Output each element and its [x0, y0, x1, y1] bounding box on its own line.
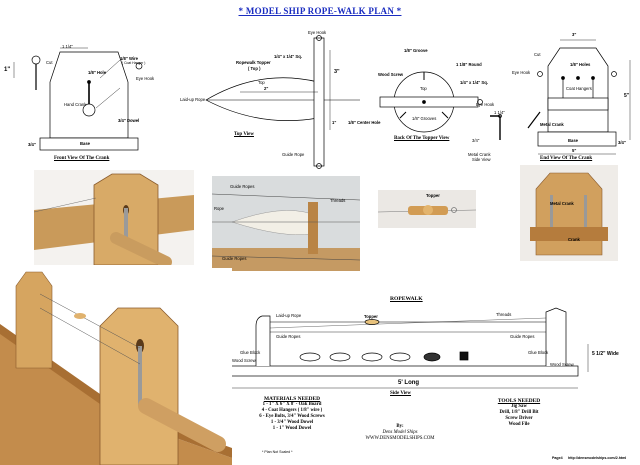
fv-dim-base: 3/4"	[28, 142, 36, 147]
ev-cut: Cut	[534, 52, 541, 57]
photo-topper-detail: Topper	[378, 190, 476, 228]
photo-crank-front	[34, 170, 194, 265]
tv-guide-rope: Guide Rope	[282, 152, 305, 157]
rw-caption: Side View	[390, 391, 411, 396]
bt-center-hole: 1/8" Center Hole	[348, 120, 381, 125]
bt-round: 1 1/8" Round	[456, 62, 482, 67]
ev-holes: 1/8" Holes	[570, 62, 591, 67]
tv-eye-hook: Eye Hook	[308, 30, 327, 35]
rw-width: 5 1/2" Wide	[592, 351, 619, 357]
fv-cut: Cut	[46, 60, 53, 65]
back-topper-drawing	[379, 71, 502, 140]
rw-wood-screw-l: Wood Screw	[232, 358, 256, 363]
tools-list: TOOLS NEEDED Jig Saw Drill, 1/8" Drill B…	[474, 398, 564, 428]
tv-rope-topper-sub: ( Top )	[248, 66, 261, 71]
photo-topper-closeup: Guide Ropes Rope Threads Guide Ropes	[212, 176, 360, 271]
tools-item: Jig Saw	[511, 404, 527, 409]
label-rope: Rope	[214, 206, 225, 211]
label-guide-ropes: Guide Ropes	[230, 184, 255, 189]
tools-item: Wood File	[508, 422, 530, 427]
fv-dim-left: 1"	[4, 67, 11, 73]
credit-name: Dens Model Ships	[382, 430, 418, 435]
materials-item: 6 - Eye Bolts, 3/4" Wood Screws	[259, 414, 325, 419]
fv-hole: 1/8" Hole	[88, 70, 107, 75]
label-metal-crank: Metal Crank	[550, 201, 574, 206]
rw-title: ROPEWALK	[390, 296, 423, 302]
bt-sq: 1/4" x 1/4" Sq.	[460, 80, 488, 85]
ev-base: Base	[568, 138, 579, 143]
ev-dim3: 3"	[572, 32, 577, 37]
tools-item: Drill, 1/8" Drill Bit	[499, 410, 539, 415]
fv-hand-crank: Hand Crank	[64, 102, 87, 107]
rw-length: 5' Long	[398, 380, 420, 386]
tv-laid-rope: Laid-up Rope	[180, 97, 206, 102]
bt-caption: Back Of The Topper View	[394, 136, 450, 141]
materials-heading: MATERIALS NEEDED	[263, 396, 321, 402]
bt-wood-screw: Wood Screw	[378, 72, 404, 77]
label-topper: Topper	[426, 193, 440, 198]
page-title: * MODEL SHIP ROPE-WALK PLAN *	[238, 6, 402, 16]
ropewalk-side-view-drawing	[227, 307, 589, 389]
rw-threads: Threads	[496, 312, 512, 317]
materials-item: 1 - 3/4" Wood Dowel	[270, 420, 314, 425]
footer-note: * Plan Not Scaled *	[262, 450, 293, 454]
ev-dim-base-h: 3/4"	[618, 140, 626, 145]
rw-guide-ropes-l: Guide Ropes	[276, 334, 301, 339]
fv-base: Base	[80, 141, 91, 146]
fv-eye-hook: Eye Hook	[136, 76, 155, 81]
bt-crank-side-sub: Side View	[472, 157, 491, 162]
ev-dim5: 5"	[624, 93, 630, 99]
ev-dim-base-w: 5"	[572, 148, 577, 153]
label-guide-ropes-2: Guide Ropes	[222, 256, 247, 261]
rw-glue-block-l: Glue Block	[240, 350, 261, 355]
credit-by: By:	[396, 424, 404, 429]
footer-page: Page4	[552, 456, 563, 460]
bt-groove: 1/8" Groove	[404, 48, 428, 53]
bt-grooves: 1/8" Grooves	[412, 116, 437, 121]
materials-list: MATERIALS NEEDED 1 - 1" X 6" X 8' - Oak …	[244, 396, 340, 432]
label-threads: Threads	[330, 198, 346, 203]
fv-caption: Front View Of The Crank	[54, 156, 110, 161]
tv-caption: Top View	[234, 132, 254, 137]
rw-wood-screw-r: Wood Screw	[550, 362, 574, 367]
topper-view-drawing	[205, 35, 360, 169]
fv-wire: 1/8" Wire	[120, 56, 139, 61]
tv-top: Top	[258, 80, 265, 85]
ev-metal-crank: Metal Crank	[540, 122, 564, 127]
fv-dowel: 3/4" Dowel	[118, 118, 140, 123]
ev-eye-hook: Eye Hook	[512, 70, 531, 75]
rw-glue-block-r: Glue Block	[528, 350, 549, 355]
end-view-drawing	[527, 39, 631, 155]
tv-dim2: 2"	[264, 86, 269, 91]
front-view-drawing	[13, 47, 143, 151]
ev-coat-hangers: Coat Hangers	[566, 86, 592, 91]
materials-item: 1 - 1" X 6" X 8' - Oak Board	[262, 402, 322, 407]
materials-item: 1 - 1" Wood Dowel	[272, 426, 312, 431]
tv-sq: 1/4" x 1/4" Sq.	[274, 54, 302, 59]
footer-url: http://densmodelships.com/2.html	[568, 456, 627, 460]
tv-dim1: 1"	[332, 120, 337, 125]
bt-top: Top	[420, 86, 427, 91]
tv-rope-topper: Ropewalk Topper	[236, 60, 271, 65]
photo-crank-large	[0, 268, 232, 465]
label-crank: Crank	[568, 237, 580, 242]
fv-wire-sub: ( Coat Hanger )	[122, 61, 146, 65]
rw-laidup-rope: Laid-up Rope	[276, 313, 302, 318]
rw-topper: Topper	[364, 314, 378, 319]
photo-end-crank: Metal Crank Crank	[520, 165, 618, 261]
rw-guide-ropes-r: Guide Ropes	[510, 334, 535, 339]
ev-caption: End View Of The Crank	[540, 156, 593, 161]
bt-dim-3-4: 3/4"	[472, 138, 480, 143]
credit-block: By: Dens Model Ships WWW.DENSMODELSHIPS.…	[350, 424, 450, 442]
bt-eye-hook: Eye Hook	[476, 102, 495, 107]
materials-item: 4 - Coat Hangers ( 1/8" wire )	[261, 408, 323, 413]
bt-crank-side: Metal Crank	[468, 152, 491, 157]
tools-heading: TOOLS NEEDED	[497, 398, 541, 404]
fv-dim-top: 1 1/4"	[62, 44, 73, 49]
tools-item: Screw Driver	[505, 416, 533, 421]
tv-dim3: 3"	[334, 69, 340, 75]
credit-url: WWW.DENSMODELSHIPS.COM	[365, 436, 435, 441]
bt-dim-1-1-4: 1 1/4"	[494, 110, 505, 115]
